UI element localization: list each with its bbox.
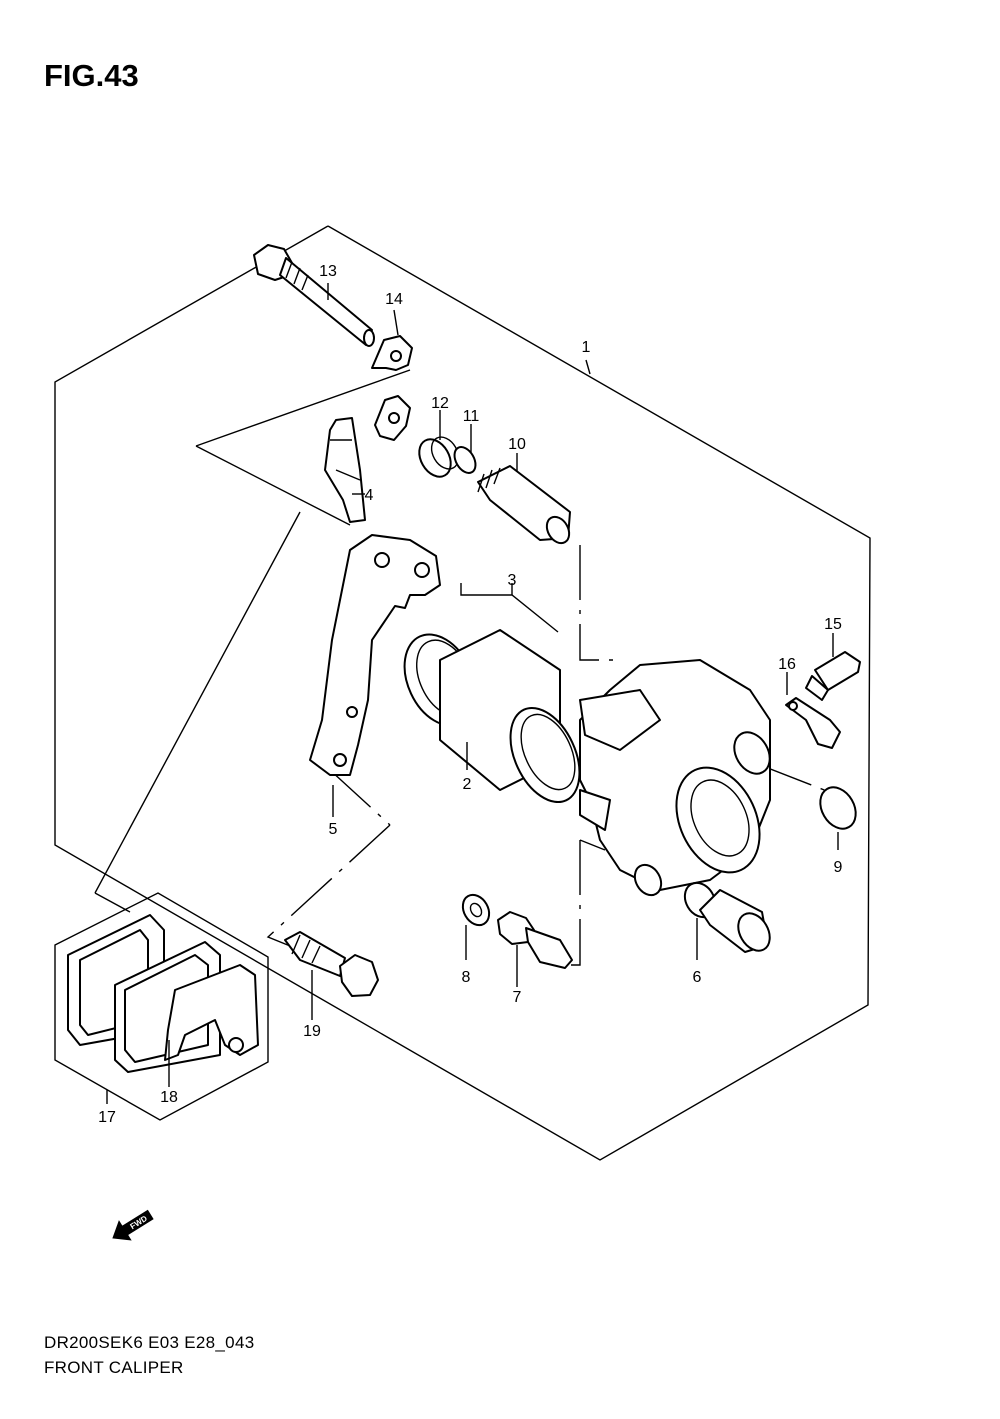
callout-8: 8 — [462, 969, 471, 986]
callout-9: 9 — [834, 859, 843, 876]
washer-8 — [461, 893, 491, 927]
pad-clip-14 — [371, 335, 413, 441]
callout-10: 10 — [508, 436, 526, 453]
callout-19: 19 — [303, 1023, 321, 1040]
figure-title: FIG.43 — [44, 58, 139, 93]
axle-pin-10 — [477, 465, 571, 545]
cap-9 — [819, 786, 857, 830]
slide-pin-6 — [683, 881, 771, 953]
callout-5: 5 — [329, 821, 338, 838]
diagram-name: FRONT CALIPER — [44, 1358, 184, 1377]
bleeder-cap-16 — [785, 697, 841, 749]
brake-pads-17 — [67, 914, 221, 1073]
bleeder-valve-15 — [805, 651, 861, 701]
callout-14: 14 — [385, 291, 403, 308]
callout-13: 13 — [319, 263, 337, 280]
callout-1: 1 — [582, 339, 591, 356]
callout-18: 18 — [160, 1089, 178, 1106]
callout-6: 6 — [693, 969, 702, 986]
assembly-frame — [54, 225, 871, 1161]
bracket-group-frame — [94, 369, 411, 913]
diagram-code: DR200SEK6 E03 E28_043 — [44, 1333, 255, 1352]
o-ring-11 — [453, 446, 477, 474]
callout-11: 11 — [463, 408, 480, 425]
callout-4: 4 — [365, 487, 374, 504]
callout-3: 3 — [508, 572, 517, 589]
mounting-bolt-19 — [284, 931, 379, 997]
callout-leaders — [106, 283, 839, 1104]
boot-12 — [418, 436, 460, 478]
callout-labels: 1 2 3 4 5 6 7 8 9 10 11 12 13 14 15 16 1… — [98, 263, 842, 1126]
caliper-bracket-5 — [309, 534, 441, 776]
callout-12: 12 — [431, 395, 449, 412]
caliper-body — [579, 659, 771, 897]
pad-spring-4 — [324, 417, 366, 523]
shim-18 — [164, 964, 259, 1061]
callout-7: 7 — [513, 989, 522, 1006]
piston-2 — [439, 629, 581, 804]
pad-set-frame — [54, 892, 269, 1121]
callout-16: 16 — [778, 656, 796, 673]
callout-2: 2 — [463, 776, 472, 793]
union-bolt-7 — [497, 911, 573, 969]
bolt-13 — [253, 244, 375, 347]
callout-17: 17 — [98, 1109, 116, 1126]
fwd-arrow-icon: FWD — [112, 1209, 154, 1241]
callout-15: 15 — [824, 616, 842, 633]
